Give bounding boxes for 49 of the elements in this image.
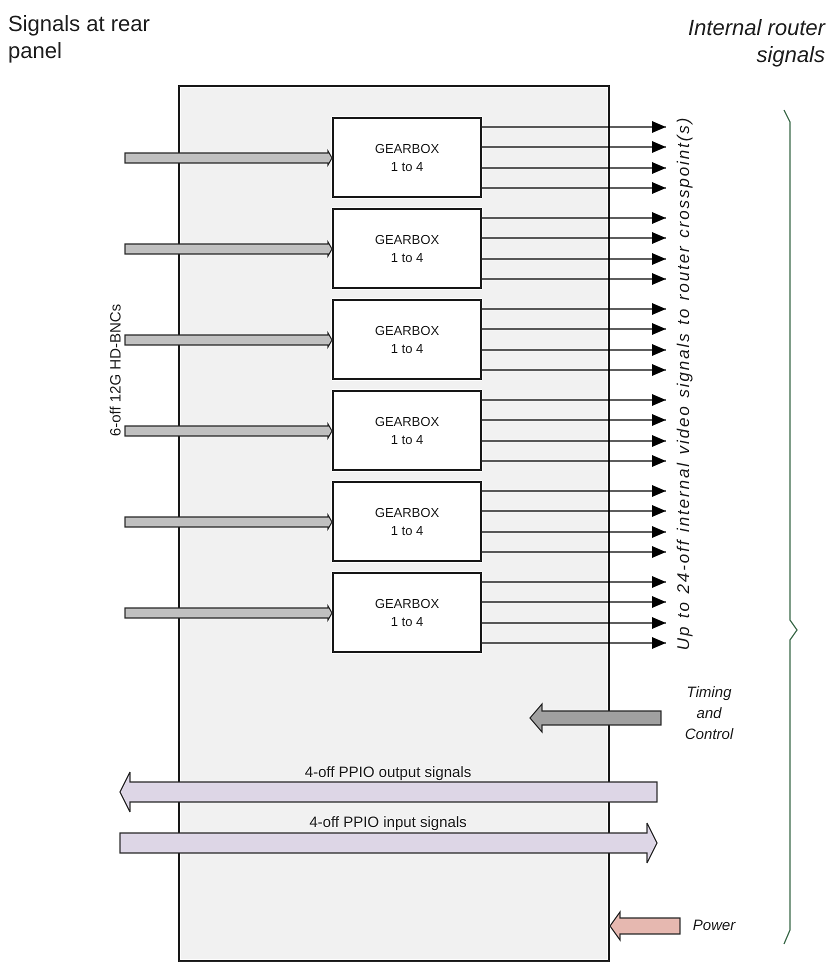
arrow [482, 394, 666, 406]
block-arrow [119, 822, 658, 864]
arrow [482, 253, 666, 265]
signal-label: Power [684, 915, 744, 937]
edge-label: 4-off PPIO output signals [304, 764, 472, 781]
arrow [482, 414, 666, 426]
side-label: Up to 24-off internal video signals to router crosspoint(s) [674, 116, 694, 650]
arrow [482, 323, 666, 335]
arrow [482, 526, 666, 538]
gearbox-block: GEARBOX 1 to 4 [332, 208, 482, 289]
arrow [482, 637, 666, 649]
block-arrow [124, 422, 333, 440]
column-heading: Internal router signals [687, 14, 825, 68]
arrow [482, 455, 666, 467]
arrow [482, 212, 666, 224]
arrow [482, 162, 666, 174]
block-arrow [124, 512, 333, 532]
arrow [482, 485, 666, 497]
block-arrow [124, 604, 333, 622]
block-arrow [124, 240, 333, 258]
arrow [482, 435, 666, 447]
block-arrow [124, 330, 333, 350]
arrow [482, 617, 666, 629]
signal-label: Timing and Control [678, 682, 740, 746]
arrow [482, 303, 666, 315]
arrow [482, 273, 666, 285]
arrow [482, 546, 666, 558]
block-arrow [609, 910, 681, 942]
block-arrow [119, 771, 658, 813]
arrow [482, 505, 666, 517]
block-arrow [529, 702, 662, 734]
arrow [482, 232, 666, 244]
side-label: 6-off 12G HD-BNCs [108, 304, 124, 436]
arrow [482, 364, 666, 376]
block-arrow [124, 148, 333, 168]
edge-label: 4-off PPIO input signals [309, 814, 467, 831]
arrow [482, 576, 666, 588]
gearbox-block: GEARBOX 1 to 4 [332, 481, 482, 562]
arrow [482, 344, 666, 356]
arrow [482, 141, 666, 153]
panel-box [178, 85, 610, 962]
arrow [482, 596, 666, 608]
gearbox-block: GEARBOX 1 to 4 [332, 390, 482, 471]
arrow [482, 121, 666, 133]
gearbox-block: GEARBOX 1 to 4 [332, 572, 482, 653]
arrow [482, 182, 666, 194]
gearbox-block: GEARBOX 1 to 4 [332, 117, 482, 198]
column-heading: Signals at rear panel [8, 10, 151, 64]
gearbox-block: GEARBOX 1 to 4 [332, 299, 482, 380]
